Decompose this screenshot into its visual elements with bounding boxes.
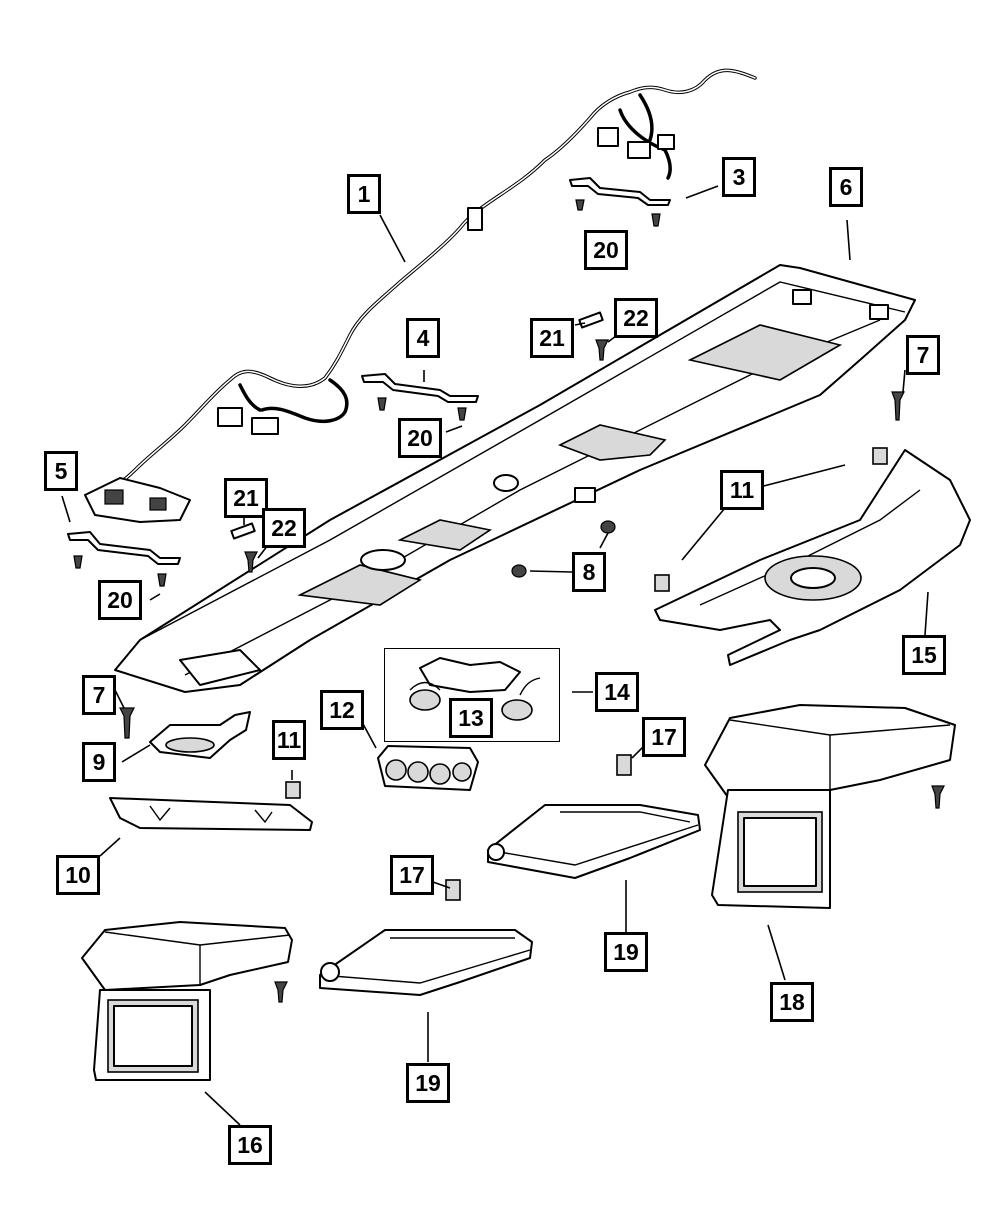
callout-9[interactable]: 9 bbox=[82, 742, 116, 782]
callout-20-top[interactable]: 20 bbox=[584, 230, 628, 270]
callout-22-upper[interactable]: 22 bbox=[614, 298, 658, 338]
video-screen-18 bbox=[704, 704, 956, 909]
callout-19-upper[interactable]: 19 bbox=[604, 932, 648, 972]
callout-6[interactable]: 6 bbox=[829, 167, 863, 207]
callout-4[interactable]: 4 bbox=[406, 318, 440, 358]
video-screen-16 bbox=[81, 921, 293, 1081]
callout-21-upper[interactable]: 21 bbox=[530, 318, 574, 358]
wiring-harness bbox=[84, 68, 757, 523]
bracket-5 bbox=[67, 531, 181, 587]
video-screen-19-lower bbox=[319, 929, 533, 996]
bracket-3 bbox=[569, 177, 671, 227]
callout-17-right[interactable]: 17 bbox=[642, 717, 686, 757]
callout-19-lower[interactable]: 19 bbox=[406, 1063, 450, 1103]
lamp-assembly-13 bbox=[409, 657, 541, 721]
video-screen-19-upper bbox=[487, 804, 701, 879]
lamp-group-box-14 bbox=[384, 648, 560, 742]
callout-18[interactable]: 18 bbox=[770, 982, 814, 1022]
callout-11-left[interactable]: 11 bbox=[272, 720, 306, 760]
callout-12[interactable]: 12 bbox=[320, 690, 364, 730]
callout-7-left[interactable]: 7 bbox=[82, 675, 116, 715]
callout-14[interactable]: 14 bbox=[595, 672, 639, 712]
callout-21-lower[interactable]: 21 bbox=[224, 478, 268, 518]
callout-11-right[interactable]: 11 bbox=[720, 470, 764, 510]
callout-10[interactable]: 10 bbox=[56, 855, 100, 895]
callout-15[interactable]: 15 bbox=[902, 635, 946, 675]
bezel-15 bbox=[654, 449, 971, 666]
callout-7-right[interactable]: 7 bbox=[906, 335, 940, 375]
callout-16[interactable]: 16 bbox=[228, 1125, 272, 1165]
callout-20-left[interactable]: 20 bbox=[98, 580, 142, 620]
callout-17-left[interactable]: 17 bbox=[390, 855, 434, 895]
callout-5[interactable]: 5 bbox=[44, 451, 78, 491]
dome-lamp-9 bbox=[149, 711, 251, 759]
callout-20-middle[interactable]: 20 bbox=[398, 418, 442, 458]
switch-bank-12 bbox=[377, 745, 479, 791]
callout-3[interactable]: 3 bbox=[722, 157, 756, 197]
callout-22-lower[interactable]: 22 bbox=[262, 508, 306, 548]
overhead-console-housing bbox=[114, 264, 916, 693]
callout-13[interactable]: 13 bbox=[449, 698, 493, 738]
callout-1[interactable]: 1 bbox=[347, 174, 381, 214]
bezel-10 bbox=[109, 797, 313, 831]
fasteners bbox=[119, 311, 945, 1003]
bracket-4 bbox=[361, 373, 479, 421]
callout-8[interactable]: 8 bbox=[572, 552, 606, 592]
